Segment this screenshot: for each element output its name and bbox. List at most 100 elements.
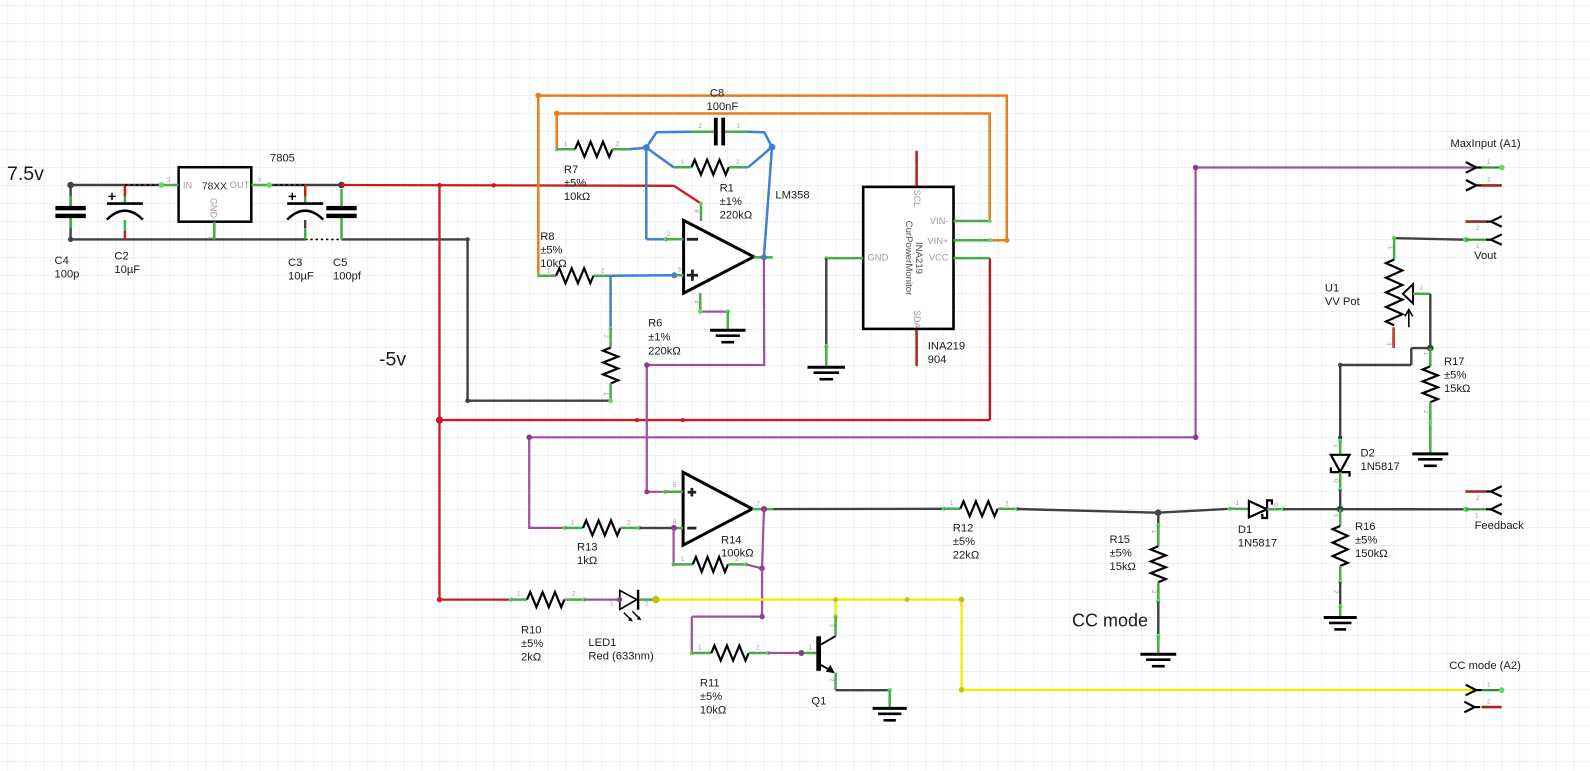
- svg-text:220kΩ: 220kΩ: [648, 346, 681, 358]
- svg-text:7.5v: 7.5v: [7, 163, 44, 185]
- svg-text:7805: 7805: [270, 153, 295, 165]
- svg-text:1kΩ: 1kΩ: [577, 555, 597, 567]
- svg-text:D1: D1: [1238, 524, 1252, 536]
- svg-text:LED1: LED1: [588, 637, 616, 649]
- svg-text:INA219: INA219: [913, 242, 924, 274]
- svg-text:±5%: ±5%: [521, 638, 543, 650]
- svg-text:0: 0: [1275, 502, 1279, 509]
- svg-text:CC mode (A2): CC mode (A2): [1449, 660, 1521, 672]
- svg-text:±5%: ±5%: [700, 691, 722, 703]
- svg-text:1N5817: 1N5817: [1361, 461, 1400, 473]
- svg-text:±5%: ±5%: [1355, 535, 1377, 547]
- svg-text:Vout: Vout: [1474, 250, 1497, 262]
- svg-text:C3: C3: [288, 257, 302, 269]
- svg-text:100p: 100p: [55, 269, 80, 281]
- svg-text:R8: R8: [540, 231, 554, 243]
- svg-text:2kΩ: 2kΩ: [521, 652, 541, 664]
- svg-text:±1%: ±1%: [648, 332, 670, 344]
- svg-text:±1%: ±1%: [720, 196, 742, 208]
- svg-text:2: 2: [1005, 501, 1009, 508]
- svg-text:1: 1: [564, 141, 568, 148]
- svg-text:±5%: ±5%: [1110, 548, 1132, 560]
- svg-text:C5: C5: [333, 257, 347, 269]
- svg-text:904: 904: [928, 354, 947, 366]
- svg-text:Feedback: Feedback: [1475, 520, 1525, 532]
- svg-text:100kΩ: 100kΩ: [721, 548, 754, 560]
- svg-text:C2: C2: [114, 250, 128, 262]
- svg-text:U1: U1: [1325, 282, 1339, 294]
- svg-text:CC mode: CC mode: [1072, 611, 1148, 631]
- svg-text:Q1: Q1: [811, 696, 826, 708]
- svg-text:3: 3: [678, 267, 682, 274]
- svg-text:1: 1: [1476, 243, 1480, 250]
- svg-text:2: 2: [667, 231, 671, 238]
- svg-text:10kΩ: 10kΩ: [540, 258, 566, 270]
- svg-text:VV Pot: VV Pot: [1325, 296, 1361, 308]
- svg-text:10kΩ: 10kΩ: [564, 191, 590, 203]
- svg-text:2: 2: [1150, 590, 1157, 594]
- svg-text:6: 6: [673, 519, 677, 526]
- svg-text:1: 1: [1386, 246, 1393, 250]
- svg-text:R11: R11: [700, 677, 720, 689]
- svg-text:3: 3: [258, 177, 262, 184]
- svg-text:R13: R13: [577, 541, 598, 553]
- svg-text:100nF: 100nF: [707, 101, 739, 113]
- svg-text:1: 1: [517, 591, 521, 598]
- svg-text:1: 1: [571, 520, 575, 527]
- svg-text:1: 1: [1150, 530, 1157, 534]
- svg-text:1: 1: [950, 500, 954, 507]
- svg-text:GND: GND: [208, 198, 218, 219]
- svg-text:1: 1: [1332, 444, 1339, 448]
- svg-text:1: 1: [1422, 352, 1429, 356]
- svg-text:150kΩ: 150kΩ: [1355, 548, 1388, 560]
- svg-text:1: 1: [1332, 514, 1339, 518]
- svg-text:2: 2: [1422, 410, 1429, 414]
- svg-text:2: 2: [616, 141, 620, 148]
- svg-text:1: 1: [610, 601, 614, 608]
- svg-text:2: 2: [572, 591, 576, 598]
- svg-text:15kΩ: 15kΩ: [1110, 561, 1136, 573]
- svg-text:LM358: LM358: [775, 190, 809, 202]
- svg-text:2: 2: [756, 645, 760, 652]
- svg-text:7: 7: [757, 501, 761, 508]
- svg-text:R7: R7: [564, 164, 578, 176]
- svg-text:2: 2: [1487, 177, 1491, 184]
- svg-text:1: 1: [547, 267, 551, 274]
- svg-text:±5%: ±5%: [953, 536, 975, 548]
- svg-text:1: 1: [681, 556, 685, 563]
- svg-text:VCC: VCC: [929, 252, 949, 263]
- svg-text:C8: C8: [710, 87, 724, 99]
- svg-text:1: 1: [1236, 500, 1240, 507]
- svg-text:1: 1: [737, 123, 741, 130]
- svg-text:1: 1: [602, 392, 609, 396]
- svg-text:R16: R16: [1355, 521, 1376, 533]
- svg-text:R10: R10: [521, 625, 542, 637]
- svg-text:1: 1: [681, 159, 685, 166]
- svg-text:15kΩ: 15kΩ: [1444, 383, 1470, 395]
- svg-text:2: 2: [1487, 699, 1491, 706]
- svg-text:±5%: ±5%: [1444, 370, 1466, 382]
- svg-text:1: 1: [698, 645, 702, 652]
- svg-text:2: 2: [1476, 225, 1480, 232]
- svg-text:10kΩ: 10kΩ: [700, 704, 726, 716]
- svg-text:IN: IN: [183, 181, 192, 191]
- svg-text:2: 2: [601, 267, 605, 274]
- svg-text:1N5817: 1N5817: [1238, 538, 1277, 550]
- svg-text:OUT: OUT: [230, 180, 250, 190]
- svg-text:-5v: -5v: [379, 348, 406, 370]
- svg-text:2: 2: [735, 556, 739, 563]
- svg-text:1: 1: [1487, 159, 1491, 166]
- svg-text:MaxInput (A1): MaxInput (A1): [1450, 138, 1521, 150]
- svg-text:100pf: 100pf: [333, 271, 362, 283]
- svg-text:R17: R17: [1444, 356, 1465, 368]
- svg-text:1: 1: [809, 645, 813, 652]
- svg-text:R14: R14: [721, 535, 742, 547]
- svg-text:10µF: 10µF: [288, 271, 314, 283]
- svg-text:2: 2: [167, 177, 171, 184]
- svg-text:2: 2: [645, 601, 649, 608]
- svg-text:2: 2: [1420, 285, 1424, 292]
- svg-text:VIN-: VIN-: [930, 215, 949, 226]
- svg-text:SDA: SDA: [912, 310, 922, 329]
- svg-text:3: 3: [828, 624, 835, 628]
- svg-text:0: 0: [1332, 479, 1339, 483]
